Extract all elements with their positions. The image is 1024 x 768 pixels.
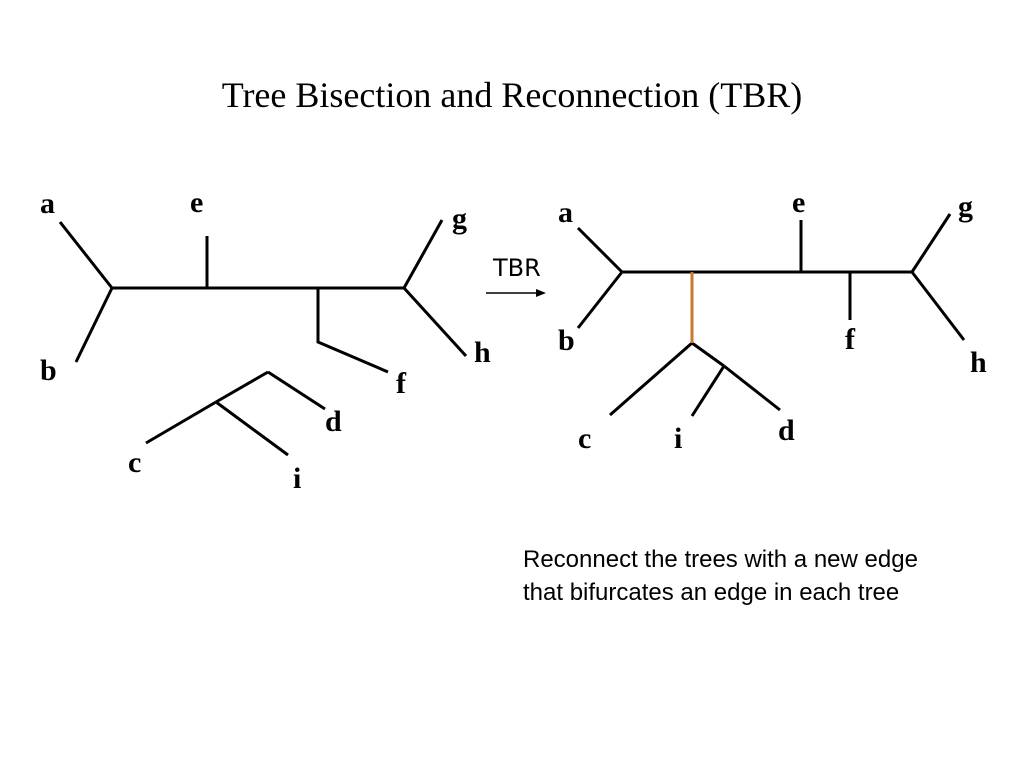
after-edge-d: [723, 364, 781, 412]
before-leaf-h: h: [474, 336, 491, 369]
after-edge-b: [576, 271, 624, 329]
after-leaf-e: e: [792, 186, 805, 219]
after-leaf-h: h: [970, 346, 987, 379]
before-edge-c: [145, 400, 217, 445]
after-edge-inner: [691, 341, 725, 368]
before-edge-f: [316, 288, 389, 374]
before-leaf-d: d: [325, 405, 342, 438]
caption-line-1: Reconnect the trees with a new edge: [523, 546, 918, 573]
after-leaf-f: f: [845, 323, 856, 356]
before-leaf-c: c: [128, 446, 141, 479]
after-edge-c: [609, 341, 693, 417]
after-edge-i: [690, 365, 726, 417]
after-leaf-c: c: [578, 422, 591, 455]
before-edge-b: [74, 287, 114, 363]
before-leaf-a: a: [40, 187, 55, 220]
before-leaf-b: b: [40, 354, 57, 387]
tbr-arrow: TBR: [486, 254, 546, 297]
before-edge-i: [215, 400, 289, 457]
after-leaf-a: a: [558, 196, 573, 229]
before-edge-a: [58, 221, 114, 289]
before-edge-g: [402, 219, 444, 289]
before-leaf-i: i: [293, 462, 301, 495]
after-leaf-g: g: [958, 190, 973, 223]
after-tree: [576, 213, 966, 417]
before-leaf-f: f: [396, 367, 407, 400]
caption: Reconnect the trees with a new edge that…: [523, 543, 1003, 609]
after-leaf-b: b: [558, 324, 575, 357]
caption-line-2: that bifurcates an edge in each tree: [523, 579, 900, 606]
arrow-head: [536, 289, 546, 297]
after-leaf-i: i: [674, 422, 682, 455]
tbr-arrow-label: TBR: [492, 254, 541, 282]
before-edge-d: [267, 370, 326, 411]
after-edge-g: [910, 213, 952, 273]
before-tree: [58, 219, 468, 457]
after-leaf-d: d: [778, 414, 795, 447]
slide-title: Tree Bisection and Reconnection (TBR): [221, 75, 803, 115]
before-edge-h: [402, 286, 468, 358]
before-edge-inner: [215, 370, 269, 404]
before-leaf-e: e: [190, 186, 203, 219]
before-leaf-g: g: [452, 202, 467, 235]
after-edge-h: [910, 271, 966, 341]
after-edge-a: [576, 226, 624, 274]
